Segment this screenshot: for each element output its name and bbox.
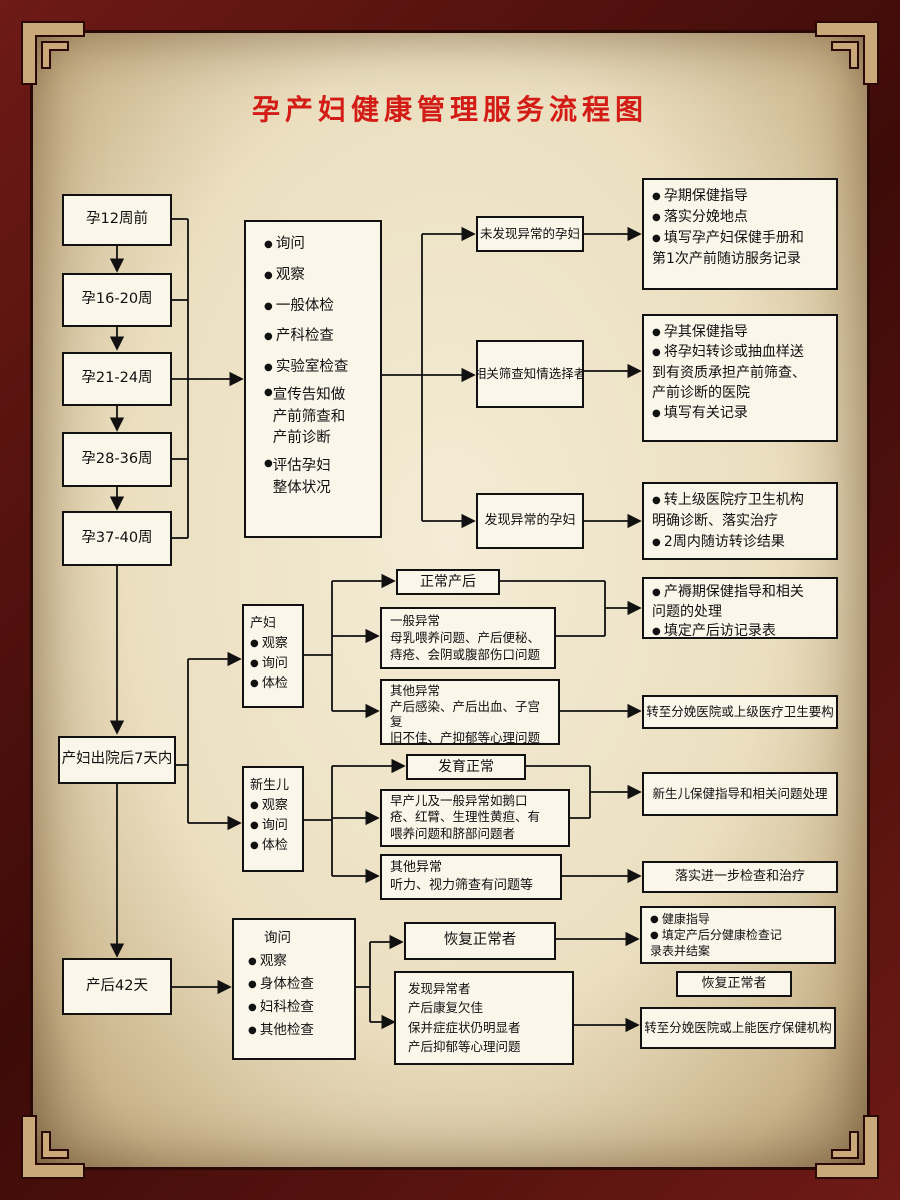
check-label: 一般体检	[275, 297, 334, 314]
action-item: 孕其保健指导	[652, 322, 828, 342]
day42-abnormal-box: 发现异常者 产后康复欠佳 保并症症状仍明显者 产后抑郁等心理问题	[394, 971, 574, 1065]
mother-label: 产妇	[250, 616, 277, 631]
newborn-check-item: 观察	[250, 796, 296, 816]
postpartum-normal-label: 正常产后	[396, 569, 500, 595]
corner-ornament-top-left-icon	[18, 18, 88, 88]
newborn-label: 新生儿	[250, 778, 290, 793]
day42-recovered-action-box: 健康指导 填定产后分健康检查记 录表并结案	[640, 906, 836, 964]
prenatal-checks-box: 询问 观察 一般体检 产科检查 实验室检查 宣传告知做 产前筛查和 产前诊断 评…	[244, 220, 382, 538]
stage-pregnancy-37-40-weeks: 孕37-40周	[62, 511, 172, 566]
corner-ornament-bottom-left-icon	[18, 1112, 88, 1182]
newborn-action-box: 新生儿保健指导和相关问题处理	[642, 772, 838, 816]
newborn-check-item: 体检	[250, 836, 296, 856]
stage-postpartum-42-days: 产后42天	[62, 958, 172, 1015]
newborn-check-item: 询问	[250, 816, 296, 836]
mother-check-item: 体检	[250, 674, 296, 694]
day42-recovered-label: 恢复正常者	[404, 922, 556, 960]
day42-check-item: 观察	[248, 951, 354, 972]
check-label: 评估孕妇 整体状况	[272, 458, 331, 496]
day42-check-first: 询问	[264, 930, 291, 946]
check-item: 观察	[264, 265, 380, 287]
action-item: 填定产后访记录表	[652, 622, 828, 637]
check-label: 实验室检查	[275, 359, 349, 375]
newborn-checks-box: 新生儿 观察 询问 体检	[242, 766, 304, 872]
newborn-refer-box: 落实进一步检查和治疗	[642, 861, 838, 893]
newborn-general-abnormal-box: 早产儿及一般异常如鹅口 疮、红臂、生理性黄疸、有 喂养问题和脐部问题者	[380, 789, 570, 847]
action-item: 填写孕产妇保健手册和 第1次产前随访服务记录	[652, 228, 828, 270]
postpartum-other-abnormal-box: 其他异常 产后感染、产后出血、子宫复 旧不佳、产抑郁等心理问题 妊娠合并症未恢得…	[380, 679, 560, 745]
check-item: 产科检查	[264, 326, 380, 348]
check-label: 产科检查	[275, 328, 334, 345]
mother-check-item: 询问	[250, 654, 296, 674]
page-title: 孕产妇健康管理服务流程图	[251, 93, 648, 126]
stage-pregnancy-28-36-weeks: 孕28-36周	[62, 432, 172, 487]
day42-check-item: 妇科检查	[248, 997, 354, 1018]
check-item: 询问	[264, 234, 380, 256]
action-item: 填写有关记录	[652, 403, 828, 423]
day42-recovered-tag: 恢复正常者	[676, 971, 792, 997]
action-item: 转上级医院疗卫生机构 明确诊断、落实治疗	[652, 490, 828, 532]
postpartum-general-abnormal-box: 一般异常 母乳喂养问题、产后便秘、 痔疮、会阴或腹部伤口问题	[380, 607, 556, 669]
stage-pregnancy-before-12-weeks: 孕12周前	[62, 194, 172, 246]
prenatal-checks-list: 询问 观察 一般体检 产科检查 实验室检查 宣传告知做 产前筛查和 产前诊断 评…	[264, 234, 380, 500]
action-abnormal-box: 转上级医院疗卫生机构 明确诊断、落实治疗 2周内随访转诊结果	[642, 482, 838, 560]
action-screening-box: 孕其保健指导 将孕妇转诊或抽血样送 到有资质承担产前筛查、 产前诊断的医院 填写…	[642, 314, 838, 442]
mother-refer-box: 转至分娩医院或上级医疗卫生要构	[642, 695, 838, 729]
check-label: 宣传告知做 产前筛查和 产前诊断	[272, 386, 346, 447]
check-item: 实验室检查	[264, 357, 380, 379]
check-label: 询问	[275, 236, 305, 252]
action-item: 2周内随访转诊结果	[652, 532, 828, 553]
day42-refer-box: 转至分娩医院或上能医疗保健机构	[640, 1007, 836, 1049]
day42-check-item: 其他检查	[248, 1020, 354, 1041]
action-item: 填定产后分健康检查记 录表并结案	[650, 927, 826, 959]
action-item: 落实分娩地点	[652, 207, 828, 228]
check-label: 观察	[275, 266, 305, 283]
day42-checks-box: 询问 观察 身体检查 妇科检查 其他检查	[232, 918, 356, 1060]
action-item: 健康指导	[650, 911, 826, 927]
outcome-screening-label: 相关筛查知情选择者	[476, 340, 584, 408]
check-item: 评估孕妇 整体状况	[264, 456, 380, 500]
mother-check-item: 观察	[250, 634, 296, 654]
action-item: 将孕妇转诊或抽血样送 到有资质承担产前筛查、 产前诊断的医院	[652, 342, 828, 403]
newborn-dev-normal-label: 发育正常	[406, 754, 526, 780]
corner-ornament-bottom-right-icon	[812, 1112, 882, 1182]
mother-checks-box: 产妇 观察 询问 体检	[242, 604, 304, 708]
outcome-abnormal-label: 发现异常的孕妇	[476, 493, 584, 549]
check-item: 宣传告知做 产前筛查和 产前诊断	[264, 385, 380, 450]
stage-pregnancy-16-20-weeks: 孕16-20周	[62, 273, 172, 327]
stage-pregnancy-21-24-weeks: 孕21-24周	[62, 352, 172, 406]
newborn-other-abnormal-box: 其他异常 听力、视力筛查有问题等	[380, 854, 562, 900]
action-item: 产褥期保健指导和相关 问题的处理	[652, 583, 828, 622]
corner-ornament-top-right-icon	[812, 18, 882, 88]
stage-postpartum-7-days: 产妇出院后7天内	[58, 736, 176, 784]
action-item: 孕期保健指导	[652, 186, 828, 207]
check-item: 一般体检	[264, 296, 380, 318]
day42-check-item: 身体检查	[248, 974, 354, 995]
mother-action-box: 产褥期保健指导和相关 问题的处理 填定产后访记录表	[642, 577, 838, 639]
action-normal-box: 孕期保健指导 落实分娩地点 填写孕产妇保健手册和 第1次产前随访服务记录	[642, 178, 838, 290]
outcome-normal-label: 未发现异常的孕妇	[476, 216, 584, 252]
